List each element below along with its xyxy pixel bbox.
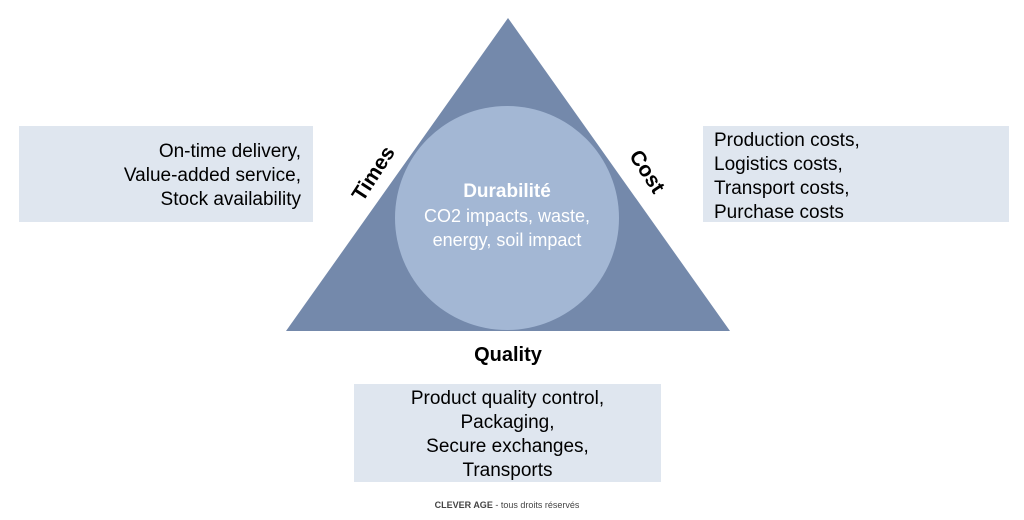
center-title: Durabilité: [463, 181, 551, 202]
cost-box-line: Transport costs,: [714, 178, 850, 199]
quality-box: Product quality control, Packaging, Secu…: [354, 384, 661, 482]
times-box-line: On-time delivery,: [158, 141, 301, 162]
quality-box-line: Packaging,: [460, 412, 555, 433]
center-text: Durabilité CO2 impacts, waste, energy, s…: [394, 180, 620, 252]
times-box-line: Value-added service,: [123, 165, 301, 186]
footer-rights: - tous droits réservés: [492, 500, 580, 510]
quality-box-line: Secure exchanges,: [426, 436, 589, 457]
quality-box-line: Product quality control,: [410, 388, 605, 409]
center-line: energy, soil impact: [432, 230, 582, 250]
center-line: CO2 impacts, waste,: [423, 206, 591, 226]
cost-box: Production costs, Logistics costs, Trans…: [703, 126, 1009, 223]
times-box: On-time delivery, Value-added service, S…: [19, 126, 313, 222]
sustainability-circle: [395, 106, 619, 330]
cost-box-line: Logistics costs,: [714, 154, 843, 175]
cost-box-line: Production costs,: [714, 130, 860, 151]
footer-brand: CLEVER AGE: [434, 500, 493, 510]
quality-label: Quality: [474, 344, 542, 366]
times-box-line: Stock availability: [160, 189, 301, 210]
cost-box-line: Purchase costs: [714, 202, 844, 223]
footer: CLEVER AGE - tous droits réservés: [0, 500, 1014, 510]
quality-box-line: Transports: [462, 460, 553, 481]
